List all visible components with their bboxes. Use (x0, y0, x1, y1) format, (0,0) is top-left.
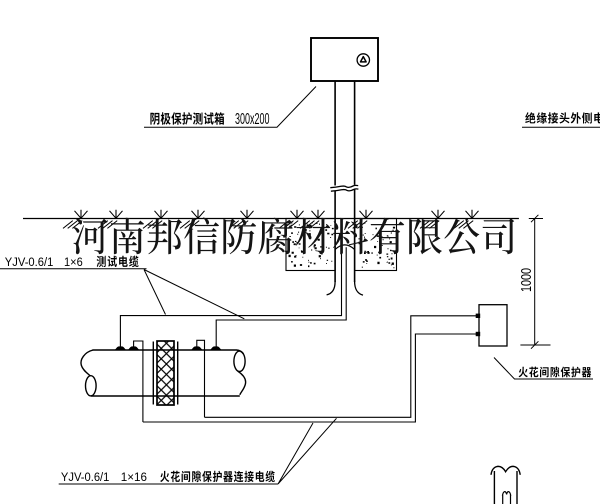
svg-text:300x200: 300x200 (235, 111, 270, 128)
svg-text:1000: 1000 (518, 268, 535, 292)
svg-text:1×6: 1×6 (64, 255, 83, 269)
svg-text:YJV-0.6/1: YJV-0.6/1 (5, 255, 54, 269)
svg-text:1×16: 1×16 (121, 470, 147, 484)
svg-text:YJV-0.6/1: YJV-0.6/1 (61, 470, 110, 484)
